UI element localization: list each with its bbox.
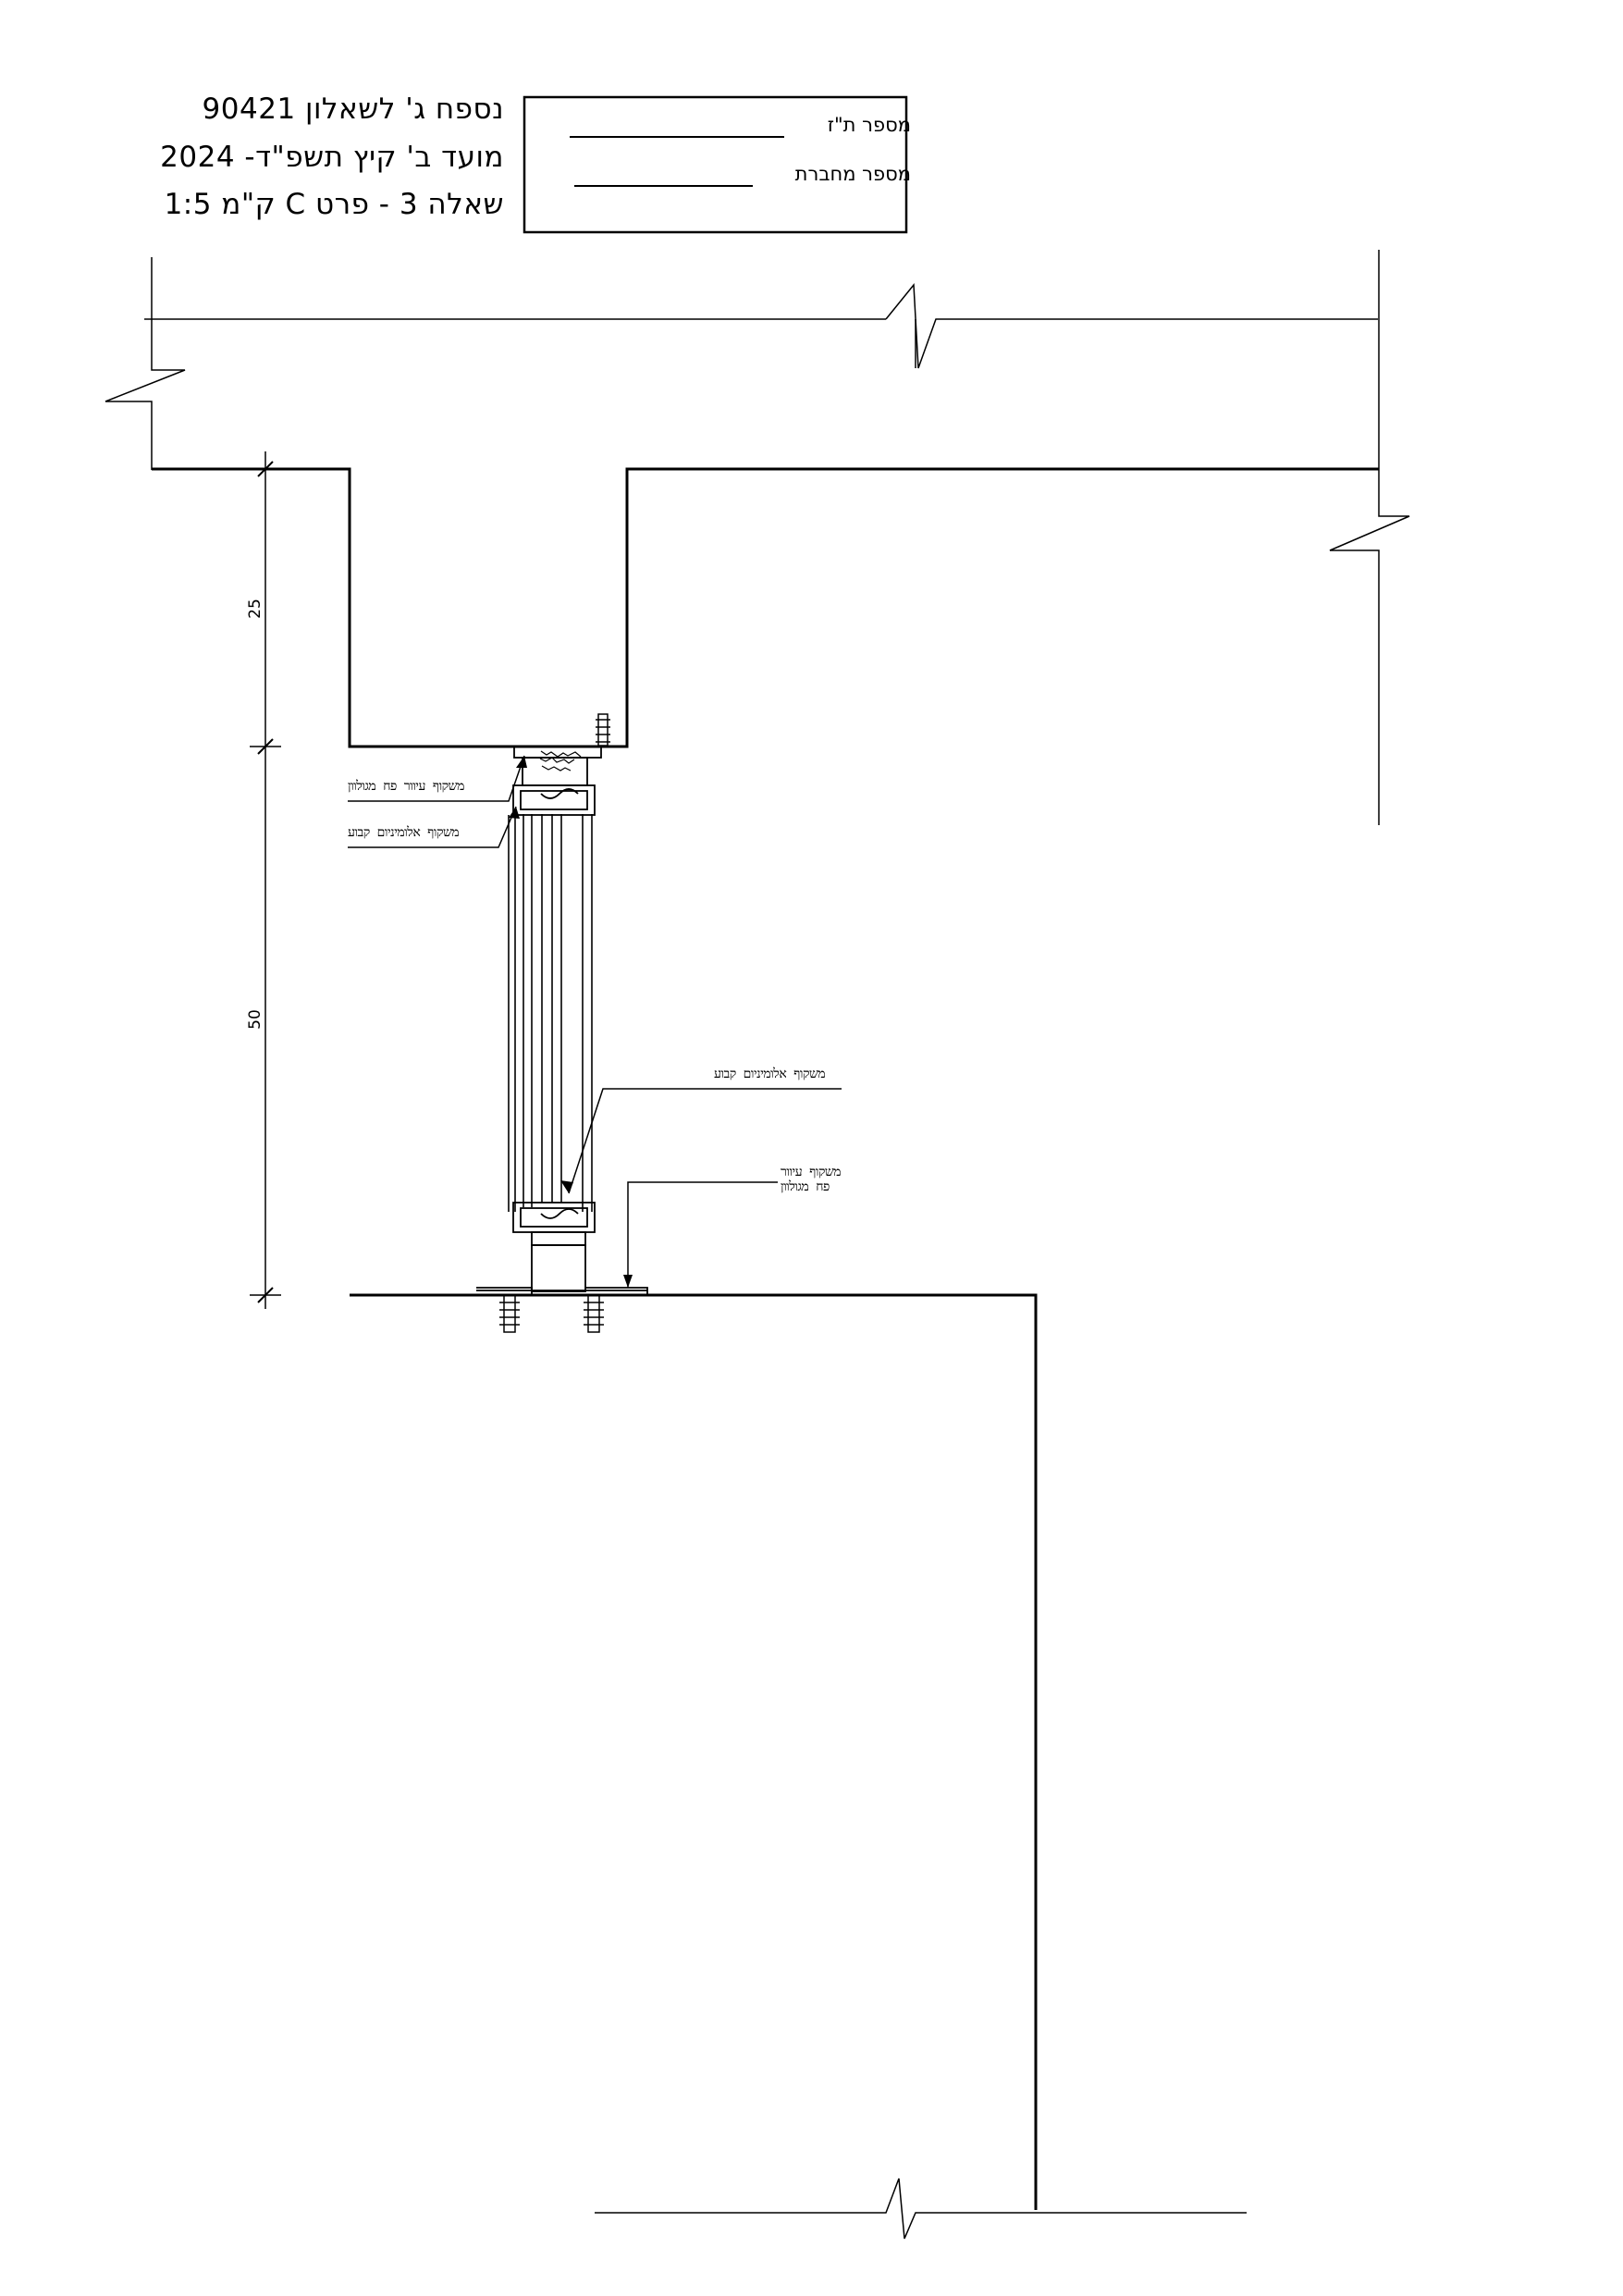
id-box xyxy=(523,95,908,234)
title-line-3: שאלה 3 - פרט C ק"מ 1:5 xyxy=(164,188,504,221)
top-anchor xyxy=(596,713,610,747)
floor-wall-outline xyxy=(350,1293,1038,2210)
annotation-bottom-blind-frame-1: משקוף עיוור xyxy=(781,1165,842,1179)
beam-outline xyxy=(152,467,1379,748)
leader-arrowheads xyxy=(509,756,633,1288)
leader-lines xyxy=(348,755,842,1288)
notebook-number-label: מספר מחברת xyxy=(794,163,911,185)
slab-left-edge xyxy=(105,257,186,470)
top-window-frame xyxy=(512,746,602,816)
bottom-break-line xyxy=(595,2178,1247,2240)
id-number-label: מספר ת"ז xyxy=(827,114,911,136)
annotation-top-blind-frame: משקוף עיוור פח מגולוון xyxy=(348,779,464,794)
window-glazing xyxy=(508,814,593,1212)
annotation-bottom-blind-frame-2: פח מגולוון xyxy=(781,1179,830,1194)
title-line-1: נספח ג' לשאלון 90421 xyxy=(202,93,504,126)
bottom-anchor-right xyxy=(584,1294,604,1333)
sealant-hatch xyxy=(539,750,582,772)
bottom-anchor-left xyxy=(499,1294,520,1333)
bottom-sill-frame xyxy=(476,1202,648,1295)
annotation-bottom-aluminum-frame: משקוף אלומיניום קבוע xyxy=(714,1067,826,1081)
upper-break-zigzag xyxy=(885,283,1378,369)
title-line-2: מועד ב' קיץ תשפ"ד- 2024 xyxy=(160,141,504,174)
annotation-top-aluminum-frame: משקוף אלומיניום קבוע xyxy=(348,825,460,840)
slab-right-edge xyxy=(1329,250,1410,825)
